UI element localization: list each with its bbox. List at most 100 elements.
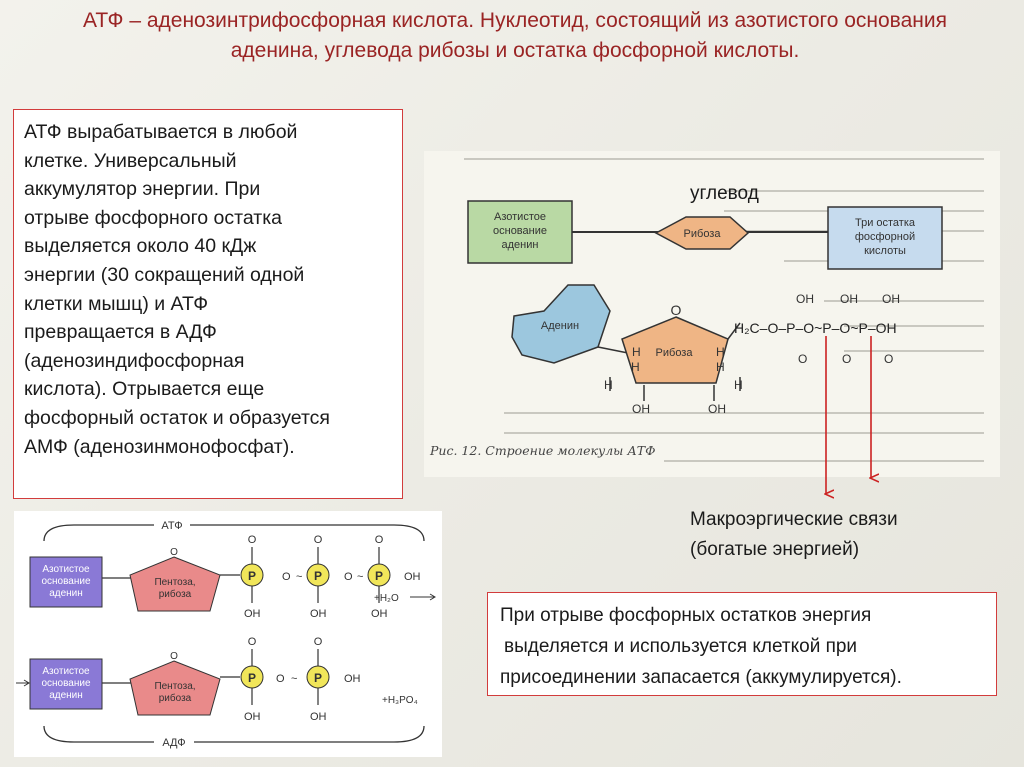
ribose-ring — [621, 316, 729, 384]
oh-label: OH — [796, 292, 814, 306]
info-line: аккумулятор энергии. При — [24, 178, 261, 201]
phosphate-box — [827, 206, 943, 270]
ring-oxygen: O — [671, 302, 682, 318]
oh-label: OH — [244, 711, 261, 723]
h2o-label: +H₂O — [374, 593, 399, 604]
atp-structure-figure: Азотистое основание аденин Рибоза Три ос… — [424, 151, 1000, 477]
h-label: H — [604, 378, 613, 392]
base-label: основание — [41, 576, 91, 587]
pentose-label: Пентоза, — [154, 577, 195, 588]
info-line: энергии (30 сокращений одной — [24, 263, 305, 286]
info-box: АТФ вырабатывается в любой клетке. Униве… — [13, 109, 403, 499]
info-line: АТФ вырабатывается в любой — [24, 121, 298, 143]
svg-text:~: ~ — [291, 673, 297, 685]
o-label: O — [276, 673, 285, 685]
svg-text:~: ~ — [296, 571, 302, 583]
h-label: H — [716, 360, 725, 374]
o-label: O — [344, 571, 353, 583]
atp-structure-svg: Азотистое основание аденин Рибоза Три ос… — [429, 158, 984, 462]
svg-text:~: ~ — [357, 571, 363, 583]
atp-adp-diagram: АТФ АДФ Азотистое основание аденин O Пен… — [14, 511, 442, 757]
info-line: АМФ (аденозинмонофосфат). — [24, 435, 295, 458]
macro-line: Макроэргические связи — [690, 509, 898, 530]
oh-label: OH — [371, 608, 388, 620]
oh-label: OH — [344, 673, 361, 685]
o-label: O — [248, 534, 257, 546]
o-label: O — [282, 571, 291, 583]
p-label: P — [314, 671, 322, 685]
h3po4-label: +H₃PO₄ — [382, 695, 418, 706]
o-label: O — [798, 352, 807, 366]
phosphate-box-label: фосфорной — [855, 231, 915, 243]
pentose-atp — [129, 556, 221, 612]
adenine-label: Аденин — [541, 320, 579, 332]
base-box-label: Азотистое — [494, 211, 546, 223]
uglevod-label: углевод — [690, 183, 759, 204]
o-label: O — [842, 352, 851, 366]
oh-label: OH — [882, 292, 900, 306]
p-label: P — [248, 671, 256, 685]
adf-label: АДФ — [162, 737, 185, 749]
macroergic-bonds-text: Макроэргические связи (богатые энергией) — [690, 505, 898, 565]
base-box — [467, 200, 573, 264]
phosphate-box-label: кислоты — [864, 245, 906, 257]
oh-label: OH — [632, 402, 650, 416]
oh-label: OH — [310, 711, 327, 723]
pentose-label: Пентоза, — [154, 681, 195, 692]
o-label: O — [314, 534, 323, 546]
phosphate-box-label: Три остатка — [855, 217, 916, 229]
p-label: P — [248, 569, 256, 583]
o-label: O — [314, 636, 323, 648]
page-title: АТФ – аденозинтрифосфорная кислота. Нукл… — [83, 9, 947, 62]
oh-label: OH — [708, 402, 726, 416]
info-line: клетке. Универсальный — [24, 149, 237, 172]
energy-line: присоединении запасается (аккумулируется… — [500, 667, 902, 688]
info-line: фосфорный остаток и образуется — [24, 406, 330, 429]
oh-label: OH — [310, 608, 327, 620]
p-label: P — [375, 569, 383, 583]
o-label: O — [375, 534, 384, 546]
oh-label: OH — [840, 292, 858, 306]
o-label: O — [248, 636, 257, 648]
base-label: Азотистое — [42, 666, 90, 677]
p-label: P — [314, 569, 322, 583]
base-label: основание — [41, 678, 91, 689]
h-label: H — [632, 345, 641, 359]
o-label: O — [884, 352, 893, 366]
base-label: Азотистое — [42, 564, 90, 575]
energy-line: При отрыве фосфорных остатков энергия — [500, 605, 872, 626]
oh-label: OH — [244, 608, 261, 620]
energy-line: выделяется и используется клеткой при — [504, 636, 858, 657]
atf-label: АТФ — [161, 520, 182, 532]
base-box-adp — [29, 658, 103, 710]
base-box-label: аденин — [502, 239, 539, 251]
o-label: O — [170, 651, 178, 662]
ribose-label: Рибоза — [684, 228, 722, 240]
pentose-label: рибоза — [159, 692, 192, 704]
info-line: кислота). Отрывается еще — [24, 378, 265, 401]
oh-label: OH — [404, 571, 421, 583]
energy-box: При отрыве фосфорных остатков энергия вы… — [487, 592, 997, 696]
phosphate-chain: H₂C–O–P–O~P–O~P–OH — [734, 320, 897, 336]
pentose-adp — [129, 660, 221, 716]
base-label: аденин — [49, 690, 83, 701]
info-line: превращается в АДФ — [24, 321, 217, 344]
h-label: H — [716, 345, 725, 359]
h-label: H — [734, 378, 743, 392]
figure-caption: Рис. 12. Строение молекулы АТФ — [429, 443, 656, 458]
ribose-ring-label: Рибоза — [656, 347, 694, 359]
info-line: отрыве фосфорного остатка — [24, 206, 283, 229]
base-label: аденин — [49, 588, 83, 599]
info-line: выделяется около 40 кДж — [24, 235, 257, 258]
pentose-label: рибоза — [159, 588, 192, 600]
macro-line: (богатые энергией) — [690, 539, 860, 560]
adenine-shape — [511, 284, 611, 364]
atp-adp-svg: АТФ АДФ Азотистое основание аденин O Пен… — [16, 520, 436, 749]
h-label: H — [631, 360, 640, 374]
ribose-hexagon — [654, 216, 750, 250]
info-line: клетки мышц) и АТФ — [24, 292, 209, 315]
base-box-atp — [29, 556, 103, 608]
base-box-label: основание — [493, 225, 547, 237]
info-line: (аденозиндифосфорная — [24, 349, 245, 372]
o-label: O — [170, 547, 178, 558]
